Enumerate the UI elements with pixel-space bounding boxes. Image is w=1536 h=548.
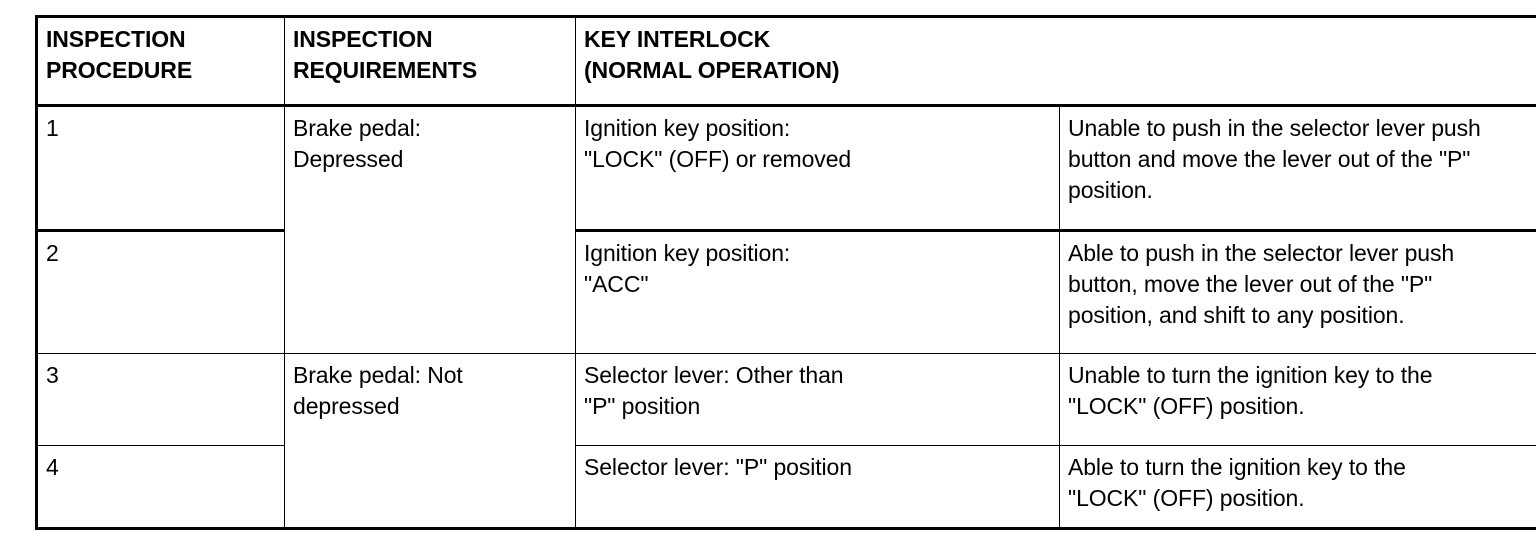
cell-procedure-1: 1 xyxy=(36,105,285,232)
cell-result-2-line2: button, move the lever out of the "P" xyxy=(1068,271,1433,298)
cell-result-3-line2: "LOCK" (OFF) position. xyxy=(1068,393,1305,420)
cell-requirement-brake-not-depressed-line1: Brake pedal: Not xyxy=(293,362,463,388)
cell-condition-3-line1: Selector lever: Other than xyxy=(584,362,844,388)
cell-condition-3: Selector lever: Other than "P" position xyxy=(575,353,1060,446)
cell-requirement-brake-depressed-line1: Brake pedal: xyxy=(293,115,421,141)
cell-procedure-2: 2 xyxy=(36,230,285,354)
cell-result-3: Unable to turn the ignition key to the "… xyxy=(1059,353,1536,446)
cell-result-2: Able to push in the selector lever push … xyxy=(1059,230,1536,354)
cell-condition-1: Ignition key position: "LOCK" (OFF) or r… xyxy=(575,105,1060,232)
header-inspection-procedure: INSPECTION PROCEDURE xyxy=(36,16,285,107)
header-key-interlock: KEY INTERLOCK (NORMAL OPERATION) xyxy=(575,16,1536,107)
table-row: 1 Brake pedal: Depressed Ignition key po… xyxy=(36,105,1536,354)
table-row: 2 Ignition key position: "ACC" Able to p… xyxy=(36,230,1536,354)
cell-result-4-line2: "LOCK" (OFF) position. xyxy=(1068,485,1305,512)
cell-condition-4-line1: Selector lever: "P" position xyxy=(584,454,852,480)
table-row: 3 Brake pedal: Not depressed Selector le… xyxy=(36,353,1536,529)
cell-condition-1-line2: "LOCK" (OFF) or removed xyxy=(584,146,852,173)
table-row: 4 Selector lever: "P" position Able to t… xyxy=(36,445,1536,529)
header-key-interlock-line1: KEY INTERLOCK xyxy=(584,26,771,52)
cell-requirement-brake-not-depressed: Brake pedal: Not depressed xyxy=(284,353,576,529)
cell-condition-2-line1: Ignition key position: xyxy=(584,240,791,266)
cell-procedure-4: 4 xyxy=(36,445,285,529)
cell-result-4: Able to turn the ignition key to the "LO… xyxy=(1059,445,1536,529)
inspection-table-container: INSPECTION PROCEDURE INSPECTION REQUIREM… xyxy=(35,15,1536,530)
cell-result-1-line2: button and move the lever out of the "P" xyxy=(1068,146,1471,173)
cell-requirement-brake-not-depressed-line2: depressed xyxy=(293,393,400,420)
header-inspection-procedure-line1: INSPECTION xyxy=(46,26,186,52)
cell-condition-2: Ignition key position: "ACC" xyxy=(575,230,1060,354)
cell-condition-2-line2: "ACC" xyxy=(584,271,649,298)
cell-condition-3-line2: "P" position xyxy=(584,393,701,420)
cell-requirement-brake-depressed: Brake pedal: Depressed xyxy=(284,105,576,354)
header-key-interlock-line2: (NORMAL OPERATION) xyxy=(584,57,840,84)
cell-result-3-line1: Unable to turn the ignition key to the xyxy=(1068,362,1433,388)
header-inspection-procedure-line2: PROCEDURE xyxy=(46,57,193,84)
cell-requirement-brake-depressed-line2: Depressed xyxy=(293,146,404,173)
cell-procedure-3: 3 xyxy=(36,353,285,446)
cell-result-1: Unable to push in the selector lever pus… xyxy=(1059,105,1536,232)
cell-condition-1-line1: Ignition key position: xyxy=(584,115,791,141)
header-inspection-requirements-line1: INSPECTION xyxy=(293,26,433,52)
cell-result-4-line1: Able to turn the ignition key to the xyxy=(1068,454,1406,480)
cell-result-1-line1: Unable to push in the selector lever pus… xyxy=(1068,115,1481,141)
table-header-row: INSPECTION PROCEDURE INSPECTION REQUIREM… xyxy=(36,16,1536,107)
cell-result-2-line3: position, and shift to any position. xyxy=(1068,302,1405,329)
cell-condition-4: Selector lever: "P" position xyxy=(575,445,1060,529)
key-interlock-inspection-table: INSPECTION PROCEDURE INSPECTION REQUIREM… xyxy=(35,15,1536,530)
header-inspection-requirements: INSPECTION REQUIREMENTS xyxy=(284,16,576,107)
header-inspection-requirements-line2: REQUIREMENTS xyxy=(293,57,478,84)
cell-result-1-line3: position. xyxy=(1068,177,1153,204)
cell-result-2-line1: Able to push in the selector lever push xyxy=(1068,240,1455,266)
